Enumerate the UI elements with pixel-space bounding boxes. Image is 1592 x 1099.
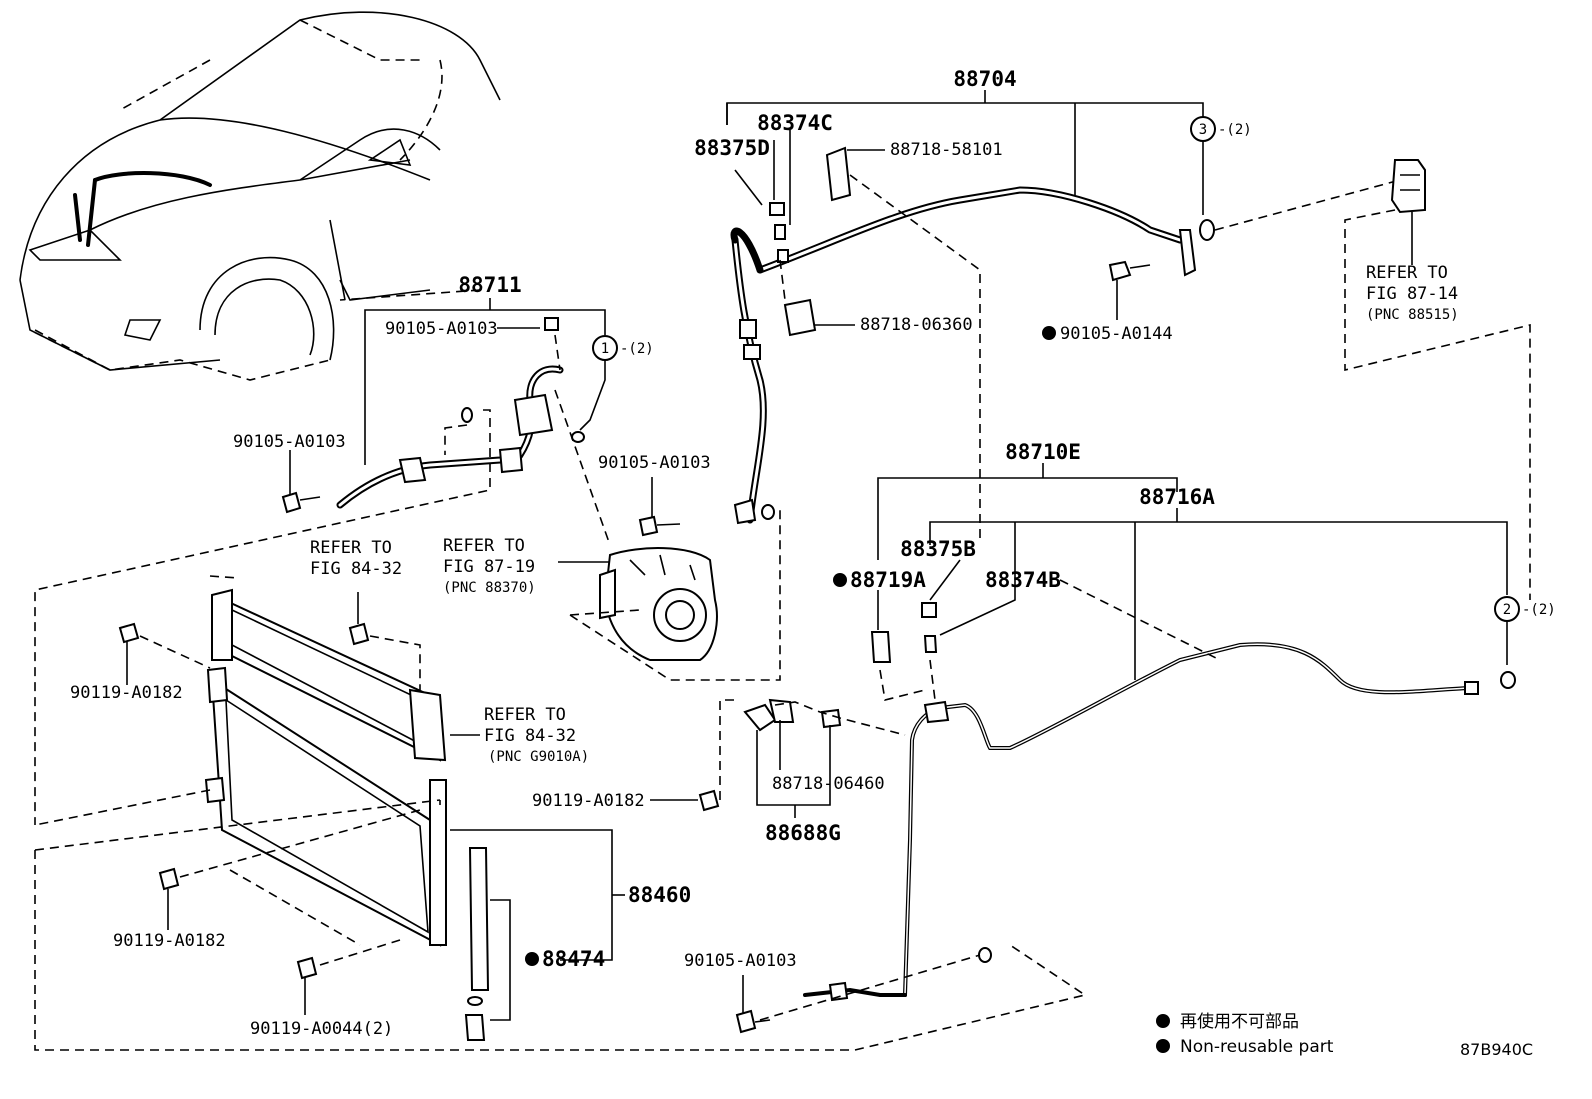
legend-dot-jp xyxy=(1156,1014,1170,1028)
non-reusable-dot-88474 xyxy=(525,952,539,966)
ref-87-14-line1: REFER TO xyxy=(1366,263,1448,283)
figure-code: 87B940C xyxy=(1460,1040,1533,1059)
callout-circle-3 xyxy=(1190,116,1216,142)
non-reusable-dot-88719A xyxy=(833,573,847,587)
callout-1-number: 1 xyxy=(601,341,609,357)
ref-87-19-line2: FIG 87-19 xyxy=(443,557,535,577)
callout-3-qty: -(2) xyxy=(1218,122,1252,138)
label-88375B: 88375B xyxy=(900,537,976,561)
ref-87-14-line2: FIG 87-14 xyxy=(1366,284,1458,304)
label-88374B: 88374B xyxy=(985,568,1061,592)
label-88704: 88704 xyxy=(953,67,1016,91)
label-88719A: 88719A xyxy=(850,568,926,592)
receiver-bracket xyxy=(1390,159,1426,265)
label-88716A: 88716A xyxy=(1139,485,1215,509)
ref-84-32a-line2: FIG 84-32 xyxy=(310,559,402,579)
label-90119-A0182-c: 90119-A0182 xyxy=(113,931,226,951)
callout-2-qty: -(2) xyxy=(1522,602,1556,618)
legend-en: Non-reusable part xyxy=(1180,1037,1334,1057)
ref-84-32b-line2: FIG 84-32 xyxy=(484,726,576,746)
callout-circle-2 xyxy=(1494,596,1520,622)
label-90105-A0144: 90105-A0144 xyxy=(1060,324,1173,344)
label-88710E: 88710E xyxy=(1005,440,1081,464)
label-90119-A0182-a: 90119-A0182 xyxy=(70,683,183,703)
label-90119-A0182-b: 90119-A0182 xyxy=(532,791,645,811)
label-90105-A0103-b: 90105-A0103 xyxy=(233,432,346,452)
label-88718-58101: 88718-58101 xyxy=(890,140,1003,160)
ref-87-19-line3: (PNC 88370) xyxy=(443,580,536,596)
ref-87-14-line3: (PNC 88515) xyxy=(1366,307,1459,323)
ref-84-32a-line1: REFER TO xyxy=(310,538,392,558)
callout-2-number: 2 xyxy=(1503,602,1511,618)
callout-3-number: 3 xyxy=(1199,122,1207,138)
ref-84-32b-line1: REFER TO xyxy=(484,705,566,725)
clamp-group-88688G xyxy=(743,698,906,818)
non-reusable-dot-90105-A0144 xyxy=(1042,326,1056,340)
car-outline xyxy=(19,11,501,381)
label-88718-06360: 88718-06360 xyxy=(860,315,973,335)
hose-88711-group xyxy=(34,298,618,825)
label-88688G: 88688G xyxy=(765,821,841,845)
callout-1-qty: -(2) xyxy=(620,341,654,357)
label-88375D: 88375D xyxy=(694,136,770,160)
compressor xyxy=(558,477,781,681)
label-88460: 88460 xyxy=(628,883,691,907)
label-90119-A0044: 90119-A0044(2) xyxy=(250,1019,393,1039)
label-88711: 88711 xyxy=(458,273,521,297)
label-90105-A0103-c: 90105-A0103 xyxy=(598,453,711,473)
label-88474: 88474 xyxy=(542,947,605,971)
label-90105-A0103-d: 90105-A0103 xyxy=(684,951,797,971)
ref-84-32b-line3: (PNC G9010A) xyxy=(488,749,589,765)
condenser-group xyxy=(34,575,1087,1051)
hose-88704-group xyxy=(726,90,1531,600)
ref-87-19-line1: REFER TO xyxy=(443,536,525,556)
legend-jp: 再使用不可部品 xyxy=(1180,1011,1299,1032)
label-88374C: 88374C xyxy=(757,111,833,135)
legend-dot-en xyxy=(1156,1039,1170,1053)
label-90105-A0103-a: 90105-A0103 xyxy=(385,319,498,339)
pipe-88710E-group xyxy=(735,463,1516,1034)
label-88718-06460: 88718-06460 xyxy=(772,774,885,794)
